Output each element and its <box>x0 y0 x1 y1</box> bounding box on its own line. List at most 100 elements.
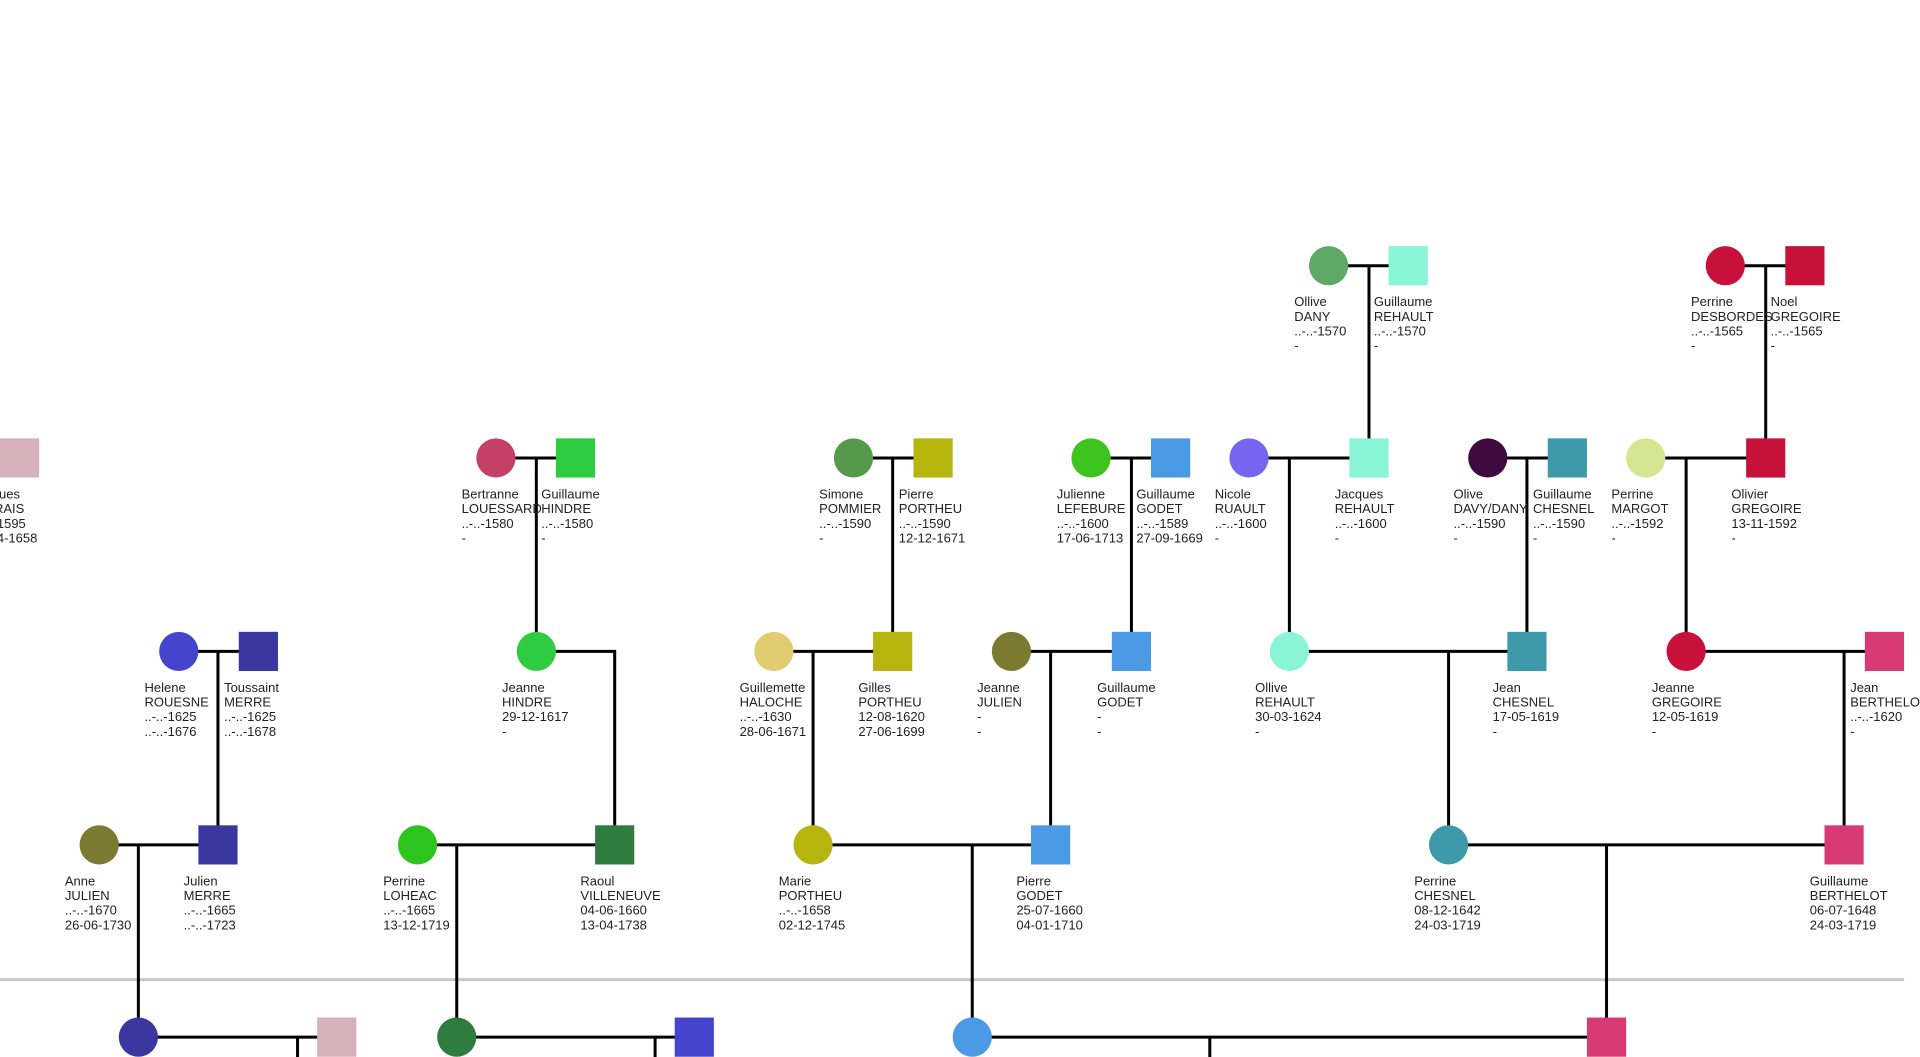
male-symbol[interactable] <box>1507 631 1547 672</box>
male-symbol[interactable] <box>913 438 953 478</box>
person-birth: 12-08-1620 <box>858 709 925 724</box>
person-surname: HINDRE <box>541 501 591 516</box>
person-surname: GODET <box>1097 695 1143 710</box>
person-jacques-vrais[interactable]: cquesVRAIS..-1595-04-1658 <box>0 438 40 545</box>
person-birth: 17-05-1619 <box>1493 709 1560 724</box>
female-symbol[interactable] <box>437 1017 477 1057</box>
female-symbol[interactable] <box>79 825 119 865</box>
female-symbol[interactable] <box>397 825 438 865</box>
female-symbol[interactable] <box>118 1017 158 1057</box>
female-symbol[interactable] <box>1071 438 1111 478</box>
male-symbol[interactable] <box>873 631 913 672</box>
person-birth: 04-06-1660 <box>580 903 647 918</box>
male-symbol[interactable] <box>1824 825 1864 865</box>
person-bottom-m2[interactable] <box>674 1017 714 1057</box>
person-birth: ..-..-1630 <box>740 709 792 724</box>
person-bottom-m3[interactable] <box>1586 1017 1627 1057</box>
male-symbol[interactable] <box>595 825 635 865</box>
person-surname: HALOCHE <box>740 695 803 710</box>
male-symbol[interactable] <box>1388 246 1428 286</box>
person-jean-berthelot[interactable]: JeanBERTHELOT..-..-1620- <box>1850 631 1920 739</box>
female-symbol[interactable] <box>1468 438 1508 478</box>
male-symbol[interactable] <box>317 1017 357 1057</box>
female-symbol[interactable] <box>1428 825 1469 865</box>
male-symbol[interactable] <box>1031 825 1071 865</box>
person-death: 13-12-1719 <box>383 917 450 932</box>
female-symbol[interactable] <box>516 631 556 672</box>
male-symbol[interactable] <box>1785 246 1825 286</box>
male-symbol[interactable] <box>1586 1017 1627 1057</box>
male-symbol[interactable] <box>1111 631 1152 672</box>
female-symbol[interactable] <box>1229 438 1269 478</box>
person-birth: ..-..-1570 <box>1294 324 1346 339</box>
female-symbol[interactable] <box>754 631 794 672</box>
female-symbol[interactable] <box>1626 438 1666 478</box>
person-death: - <box>1611 530 1615 545</box>
male-symbol[interactable] <box>238 631 278 672</box>
male-symbol[interactable] <box>198 825 238 865</box>
female-symbol[interactable] <box>1666 631 1706 672</box>
male-symbol[interactable] <box>555 438 596 478</box>
female-symbol[interactable] <box>1269 631 1309 672</box>
person-bottom-f1[interactable] <box>118 1017 158 1057</box>
male-symbol[interactable] <box>1864 631 1905 672</box>
female-symbol[interactable] <box>952 1017 992 1057</box>
female-symbol[interactable] <box>1705 246 1745 286</box>
female-symbol[interactable] <box>793 825 833 865</box>
person-bottom-m1[interactable] <box>317 1017 357 1057</box>
male-symbol[interactable] <box>1349 438 1389 478</box>
person-bottom-f3[interactable] <box>952 1017 992 1057</box>
male-symbol[interactable] <box>0 438 40 478</box>
female-symbol[interactable] <box>476 438 516 478</box>
person-bottom-f2[interactable] <box>437 1017 477 1057</box>
person-birth: - <box>1097 709 1101 724</box>
female-symbol[interactable] <box>991 631 1032 672</box>
male-symbol[interactable] <box>1151 438 1191 478</box>
female-symbol[interactable] <box>159 631 199 672</box>
person-firstname: Olive <box>1453 486 1483 501</box>
male-symbol[interactable] <box>1746 438 1786 478</box>
female-symbol[interactable] <box>1308 246 1349 286</box>
person-firstname: Guillaume <box>1533 486 1592 501</box>
female-symbol[interactable] <box>833 438 874 478</box>
male-symbol[interactable] <box>1547 438 1587 478</box>
male-symbol[interactable] <box>674 1017 714 1057</box>
person-birth: ..-..-1592 <box>1611 516 1663 531</box>
